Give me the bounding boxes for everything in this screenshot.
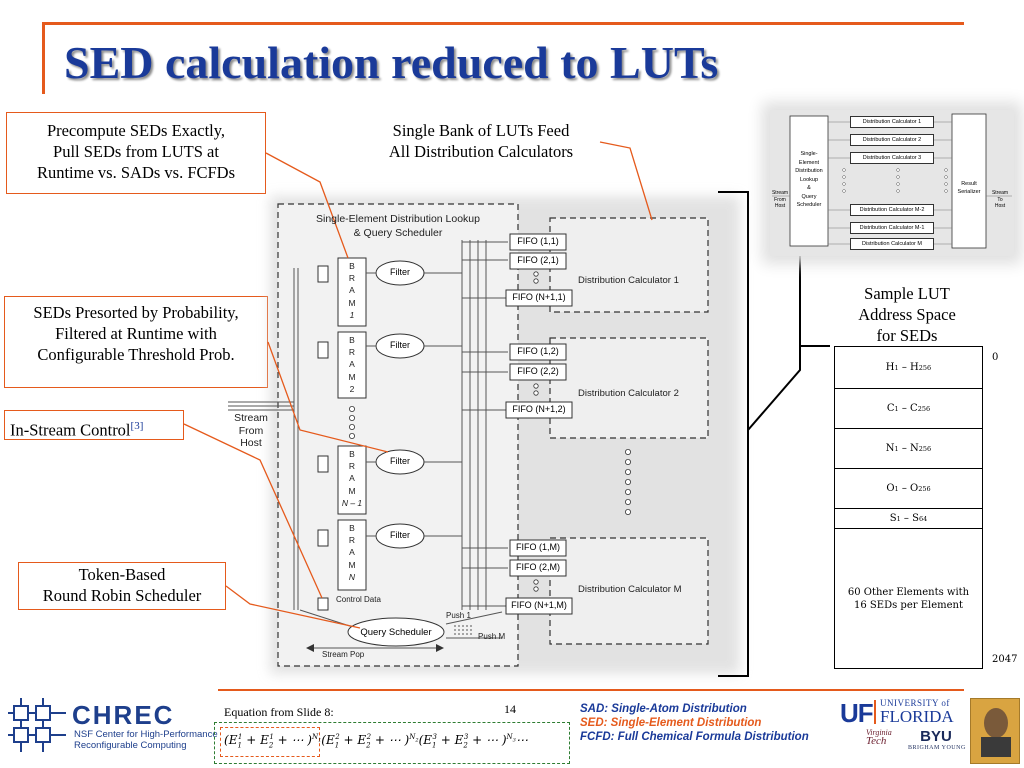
stream-pop-label: Stream Pop bbox=[322, 650, 365, 659]
fifo-2-2: FIFO (2,2) bbox=[517, 366, 559, 376]
fifo-2-1: FIFO (2,1) bbox=[517, 255, 559, 265]
fifo-2-m: FIFO (2,M) bbox=[516, 562, 560, 572]
filter-2: Filter bbox=[390, 340, 410, 350]
citation-ref: [3] bbox=[130, 420, 144, 432]
title-bar-vertical bbox=[42, 22, 45, 94]
fifo-n1-2: FIFO (N+1,2) bbox=[512, 404, 566, 414]
chrec-logo: CHREC NSF Center for High-Performance Re… bbox=[8, 698, 218, 754]
equation-caption: Equation from Slide 8: bbox=[224, 705, 334, 719]
chrec-grid-icon bbox=[8, 698, 66, 752]
scheduler-title: Single-Element Distribution Lookup & Que… bbox=[315, 213, 480, 239]
lut-caption: Sample LUT Address Space for SEDs bbox=[858, 284, 956, 345]
chrec-name: CHREC bbox=[72, 700, 175, 730]
equation-highlight bbox=[220, 727, 320, 757]
uf-letters: UF bbox=[840, 698, 874, 728]
query-scheduler-label: Query Scheduler bbox=[360, 627, 432, 638]
lut-address-end: 2047 bbox=[992, 654, 1018, 665]
title-bar-horizontal bbox=[42, 22, 964, 25]
callout-in-stream: In-Stream Control[3] bbox=[10, 420, 144, 440]
footer-bar bbox=[218, 689, 964, 691]
overview-calc-2: Distribution Calculator 2 bbox=[850, 134, 934, 146]
overview-lines bbox=[772, 113, 1012, 249]
bram-1: B R A M 1 bbox=[348, 261, 356, 320]
bram-n: B R A M N bbox=[348, 523, 356, 582]
overview-stream-in: Stream From Host bbox=[771, 190, 789, 209]
fifo-1-2: FIFO (1,2) bbox=[517, 346, 559, 356]
filter-1: Filter bbox=[390, 267, 410, 277]
lut-row-other: 60 Other Elements with 16 SEDs per Eleme… bbox=[847, 586, 970, 611]
fifo-1-m: FIFO (1,M) bbox=[516, 542, 560, 552]
callout-token-box bbox=[18, 562, 226, 610]
callout-single-bank: Single Bank of LUTs Feed All Distributio… bbox=[388, 121, 574, 161]
byu-logo: BYU BRIGHAM YOUNG bbox=[908, 728, 966, 764]
byu-name: BYU bbox=[920, 728, 952, 745]
fifo-n1-1: FIFO (N+1,1) bbox=[512, 292, 566, 302]
bram-n-minus-1: B R A M N – 1 bbox=[341, 449, 363, 508]
overview-calc-3: Distribution Calculator 3 bbox=[850, 152, 934, 164]
overview-serializer: Result Serializer bbox=[957, 181, 981, 195]
overview-thumbnail: Distribution Calculator 1 Distribution C… bbox=[770, 110, 1014, 256]
overview-calc-m1: Distribution Calculator M-1 bbox=[850, 222, 934, 234]
filter-4: Filter bbox=[390, 530, 410, 540]
stream-from-host-label: Stream From Host bbox=[234, 412, 268, 449]
distribution-calculator-m-label: Distribution Calculator M bbox=[578, 584, 682, 595]
equation-box bbox=[214, 722, 570, 764]
definition-fcfd: FCFD: Full Chemical Formula Distribution bbox=[580, 731, 809, 743]
push-m-label: Push M bbox=[478, 632, 506, 641]
vt-logo: Virginia Tech bbox=[866, 728, 906, 764]
push-1-label: Push 1 bbox=[446, 611, 471, 620]
equation: (E11 + E21 + ⋯ )N1(E12 + E22 + ⋯ )N2(E13… bbox=[224, 733, 528, 750]
distribution-calculator-2-label: Distribution Calculator 2 bbox=[578, 388, 679, 399]
definitions: SAD: Single-Atom Distribution SED: Singl… bbox=[580, 702, 809, 744]
definition-sed: SED: Single-Element Distribution bbox=[580, 717, 762, 729]
overview-scheduler: Single- Element Distribution Lookup & Qu… bbox=[795, 151, 823, 208]
uf-florida: FLORIDA bbox=[880, 707, 954, 726]
callout-token: Token-Based Round Robin Scheduler bbox=[42, 565, 202, 605]
lut-address-start: 0 bbox=[992, 352, 999, 363]
bram-2: B R A M 2 bbox=[348, 335, 356, 394]
uf-university: UNIVERSITY of bbox=[880, 698, 950, 708]
byu-full: BRIGHAM YOUNG bbox=[908, 745, 966, 751]
overview-calc-m: Distribution Calculator M bbox=[850, 238, 934, 250]
callout-in-stream-box bbox=[4, 410, 184, 440]
chrec-subtitle: NSF Center for High-Performance Reconfig… bbox=[74, 729, 218, 751]
vt-name: Virginia Tech bbox=[866, 728, 892, 747]
callout-presorted-box bbox=[4, 296, 268, 388]
callout-precompute: Precompute SEDs Exactly, Pull SEDs from … bbox=[36, 121, 236, 182]
overview-calc-1: Distribution Calculator 1 bbox=[850, 116, 934, 128]
fifo-n1-m: FIFO (N+1,M) bbox=[511, 600, 567, 610]
uf-divider bbox=[874, 700, 876, 724]
callout-presorted: SEDs Presorted by Probability, Filtered … bbox=[33, 303, 239, 364]
portrait-icon bbox=[981, 708, 1011, 757]
callout-precompute-box bbox=[6, 112, 266, 194]
control-data-label: Control Data bbox=[336, 595, 381, 604]
gwu-seal bbox=[970, 698, 1020, 764]
slide-title: SED calculation reduced to LUTs bbox=[64, 37, 719, 88]
fifo-1-1: FIFO (1,1) bbox=[517, 236, 559, 246]
filter-3: Filter bbox=[390, 456, 410, 466]
definition-sad: SAD: Single-Atom Distribution bbox=[580, 703, 747, 715]
overview-calc-m2: Distribution Calculator M-2 bbox=[850, 204, 934, 216]
page-number: 14 bbox=[504, 702, 516, 716]
overview-stream-out: Stream To Host bbox=[991, 190, 1009, 209]
uf-logo: UF UNIVERSITY of FLORIDA bbox=[840, 698, 964, 728]
distribution-calculator-1-label: Distribution Calculator 1 bbox=[578, 275, 679, 286]
